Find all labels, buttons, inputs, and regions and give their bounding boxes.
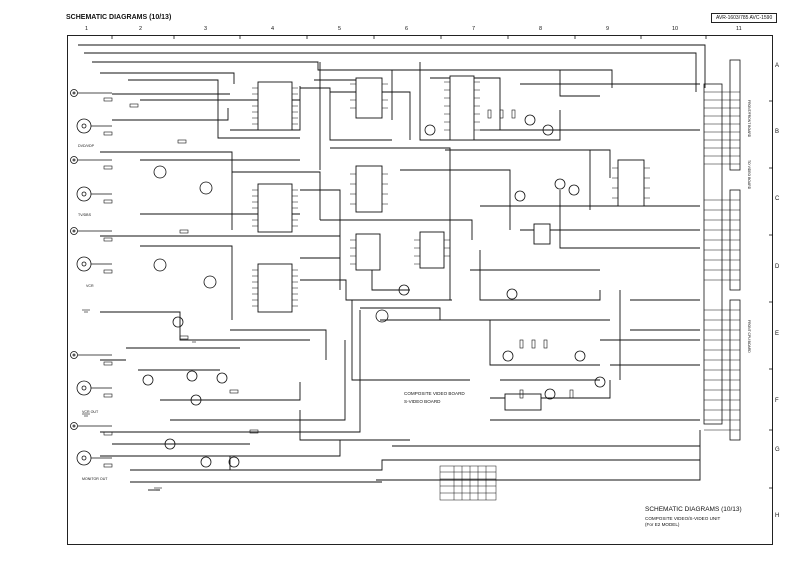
connector-label-top: FRONT/FRONT BOARD bbox=[747, 100, 751, 138]
column-number: 6 bbox=[405, 26, 409, 32]
row-letter: B bbox=[775, 129, 780, 135]
column-number: 10 bbox=[672, 26, 679, 32]
footer-note: (For E2 MODEL) bbox=[645, 522, 680, 527]
connector-label-low: FRONT CPU BOARD bbox=[747, 320, 751, 353]
row-letter: A bbox=[775, 63, 780, 69]
drawing-frame bbox=[67, 35, 773, 545]
column-number: 7 bbox=[472, 26, 476, 32]
row-letter: F bbox=[775, 398, 779, 404]
column-number: 3 bbox=[204, 26, 208, 32]
svideo-board-label: S-VIDEO BOARD bbox=[404, 399, 441, 404]
column-number: 9 bbox=[606, 26, 610, 32]
vcr-out-label: VCR OUT bbox=[82, 410, 99, 414]
column-index: 1 2 3 4 5 6 7 8 9 10 11 bbox=[67, 26, 784, 35]
footer-title: SCHEMATIC DIAGRAMS (10/13) bbox=[645, 506, 742, 513]
column-number: 1 bbox=[85, 26, 89, 32]
column-number: 5 bbox=[338, 26, 342, 32]
column-number: 4 bbox=[271, 26, 275, 32]
vcr-label: VCR bbox=[86, 284, 94, 288]
column-number: 11 bbox=[736, 26, 742, 32]
connector-label-mid: TO VIDEO BOARD bbox=[747, 160, 751, 190]
tv-dbs-label: TV/DBS bbox=[78, 213, 91, 217]
composite-board-label: COMPOSITE VIDEO BOARD bbox=[404, 391, 465, 396]
row-letter: G bbox=[775, 447, 780, 453]
dvd-vdp-label: DVD/VDP bbox=[78, 144, 94, 148]
row-letter: C bbox=[775, 196, 780, 202]
page-title: SCHEMATIC DIAGRAMS (10/13) bbox=[66, 14, 172, 21]
row-letter: D bbox=[775, 264, 780, 270]
monitor-out-label: MONITOR OUT bbox=[82, 477, 108, 481]
mode-table bbox=[439, 465, 497, 501]
column-number: 2 bbox=[139, 26, 143, 32]
model-box: AVR-1603/785 AVC-1590 bbox=[711, 13, 778, 23]
row-letter: H bbox=[775, 513, 780, 519]
footer-subtitle: COMPOSITE VIDEO/S-VIDEO UNIT bbox=[645, 516, 721, 521]
row-letter: E bbox=[775, 331, 780, 337]
column-number: 8 bbox=[539, 26, 543, 32]
